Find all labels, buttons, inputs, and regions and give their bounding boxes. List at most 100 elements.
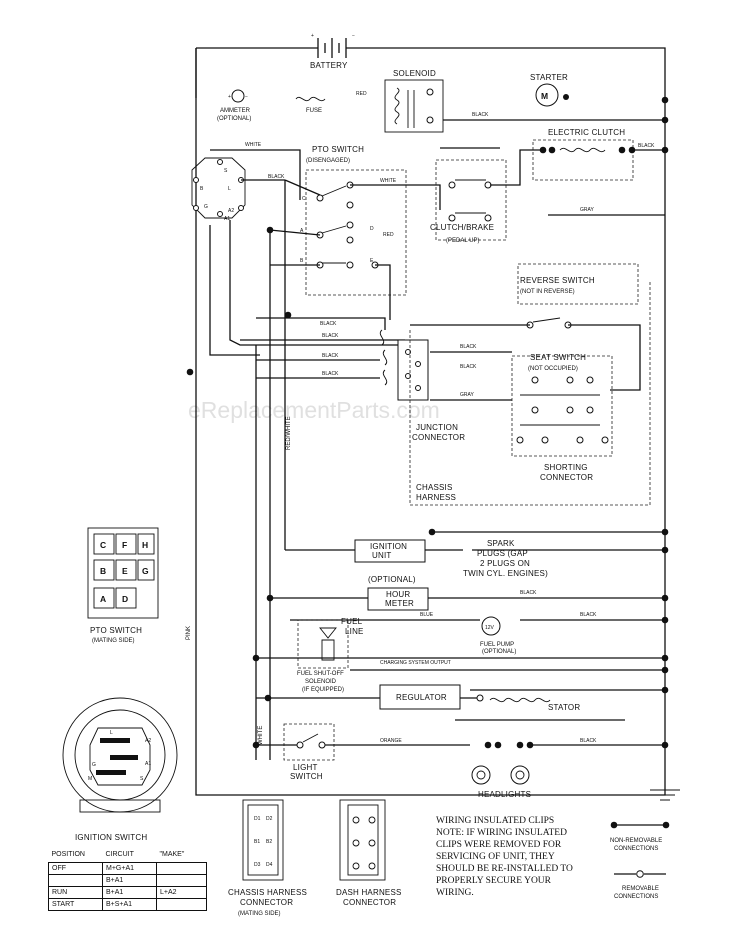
svg-text:M: M bbox=[541, 91, 548, 101]
spark-label-4: TWIN CYL. ENGINES) bbox=[463, 569, 548, 578]
junction-label: JUNCTION bbox=[416, 423, 458, 432]
svg-text:A2: A2 bbox=[228, 208, 234, 214]
electric-clutch-box bbox=[532, 139, 634, 181]
svg-text:A1: A1 bbox=[145, 761, 151, 767]
table-cell bbox=[156, 897, 207, 911]
table-cell: L+A2 bbox=[156, 885, 207, 899]
headlights-symbol bbox=[471, 765, 530, 785]
wire-label: RED bbox=[383, 232, 394, 238]
table-cell: START bbox=[48, 897, 103, 911]
wire-label: BLACK bbox=[460, 344, 477, 350]
table-header: POSITION bbox=[51, 851, 85, 859]
svg-text:E: E bbox=[370, 258, 374, 264]
ignition-switch-schematic: S B L G A2 A1 bbox=[191, 157, 246, 222]
svg-text:−: − bbox=[352, 33, 355, 39]
svg-text:G: G bbox=[204, 204, 208, 210]
starter-symbol: M bbox=[535, 83, 569, 107]
clutch-brake-label: CLUTCH/BRAKE bbox=[430, 223, 494, 232]
reverse-switch-label: REVERSE SWITCH bbox=[520, 276, 595, 285]
svg-text:−: − bbox=[245, 94, 248, 100]
junction-connector bbox=[397, 339, 429, 401]
ignition-switch-label: IGNITION SWITCH bbox=[75, 833, 147, 842]
charging-output-label: CHARGING SYSTEM OUTPUT bbox=[380, 660, 451, 666]
ignition-unit-label-1: IGNITION bbox=[370, 542, 407, 551]
svg-text:B: B bbox=[300, 258, 304, 264]
stator-coil bbox=[489, 697, 551, 703]
pto-terminal-g: G bbox=[142, 566, 149, 576]
clutch-brake-box bbox=[435, 159, 507, 241]
stator-label: STATOR bbox=[548, 703, 580, 712]
pto-switch-mating-label: PTO SWITCH bbox=[90, 626, 142, 635]
fuel-line-label-2: LINE bbox=[345, 627, 364, 636]
wire-label: GRAY bbox=[460, 392, 474, 398]
ignition-circuit-table: POSITION CIRCUIT "MAKE" OFF M+G+A1 B+A1 … bbox=[48, 848, 207, 911]
pto-terminal-d: D bbox=[122, 594, 128, 604]
clutch-brake-contacts bbox=[448, 179, 492, 222]
pto-terminal-h: H bbox=[142, 540, 148, 550]
table-cell: B+S+A1 bbox=[102, 897, 157, 911]
spark-label-1: SPARK bbox=[487, 539, 515, 548]
hour-meter bbox=[367, 587, 429, 611]
light-switch-label-2: SWITCH bbox=[290, 772, 323, 781]
wire-label: BLACK bbox=[580, 612, 597, 618]
hour-meter-optional: (OPTIONAL) bbox=[368, 575, 416, 584]
fuel-shutoff-label-1: FUEL SHUT-OFF bbox=[297, 671, 344, 677]
wire-label: WHITE bbox=[258, 726, 264, 745]
pto-switch-mating-diagram bbox=[87, 527, 159, 619]
solenoid-label: SOLENOID bbox=[393, 69, 436, 78]
spark-label-3: 2 PLUGS ON bbox=[480, 559, 530, 568]
solenoid-symbol bbox=[384, 79, 444, 133]
table-cell: B+A1 bbox=[102, 873, 157, 887]
hour-meter-label-2: METER bbox=[385, 599, 414, 608]
fuel-shutoff-label-2: SOLENOID bbox=[305, 679, 337, 685]
wire-label: BLACK bbox=[322, 333, 339, 339]
svg-text:L: L bbox=[228, 186, 231, 192]
fuel-pump-label-2: (OPTIONAL) bbox=[482, 649, 516, 655]
table-cell: OFF bbox=[48, 861, 103, 875]
wire-label: BLUE bbox=[420, 612, 434, 618]
watermark: eReplacementParts.com bbox=[188, 397, 440, 423]
wire-label: WHITE bbox=[380, 178, 397, 184]
pto-switch-contacts: CAB DE bbox=[300, 181, 379, 269]
wire-label: RED/WHITE bbox=[286, 416, 292, 450]
wire-label: BLACK bbox=[460, 364, 477, 370]
svg-text:L: L bbox=[110, 730, 113, 736]
svg-text:G: G bbox=[92, 762, 96, 768]
pto-terminal-a: A bbox=[100, 594, 106, 604]
pto-terminal-f: F bbox=[122, 540, 127, 550]
table-row: OFF M+G+A1 bbox=[48, 861, 207, 875]
fuel-shutoff-symbol bbox=[319, 627, 337, 661]
svg-text:S: S bbox=[140, 776, 144, 782]
svg-text:D: D bbox=[370, 226, 374, 232]
fuel-shutoff-box bbox=[297, 619, 349, 669]
wire-label: ORANGE bbox=[380, 738, 402, 744]
table-header: CIRCUIT bbox=[105, 851, 134, 859]
starter-label: STARTER bbox=[530, 73, 568, 82]
wire-label: PINK bbox=[186, 626, 192, 640]
spark-label-2: PLUGS (GAP bbox=[477, 549, 528, 558]
seat-switch-sub: (NOT OCCUPIED) bbox=[528, 366, 578, 372]
table-row: B+A1 bbox=[48, 873, 207, 887]
chassis-label: CHASSIS bbox=[416, 483, 453, 492]
svg-text:M: M bbox=[88, 776, 92, 782]
svg-text:+: + bbox=[228, 94, 231, 100]
clutch-brake-sub: (PEDAL UP) bbox=[446, 238, 479, 244]
wire-label: BLACK bbox=[580, 738, 597, 744]
ignition-unit-label-2: UNIT bbox=[372, 551, 391, 560]
fuse-symbol bbox=[295, 96, 326, 102]
pto-terminal-e: E bbox=[122, 566, 128, 576]
svg-text:12V: 12V bbox=[485, 625, 495, 631]
table-cell: RUN bbox=[48, 885, 103, 899]
fuel-shutoff-label-3: (IF EQUIPPED) bbox=[302, 687, 344, 693]
ammeter-label: AMMETER bbox=[220, 108, 251, 114]
ammeter-optional: (OPTIONAL) bbox=[217, 116, 251, 122]
svg-text:A2: A2 bbox=[145, 738, 151, 744]
pto-terminal-b: B bbox=[100, 566, 106, 576]
light-switch-label-1: LIGHT bbox=[293, 763, 318, 772]
table-cell: B+A1 bbox=[102, 885, 157, 899]
table-row: START B+S+A1 bbox=[48, 897, 207, 911]
svg-text:B: B bbox=[200, 186, 204, 192]
svg-text:S: S bbox=[224, 168, 228, 174]
harness-label: HARNESS bbox=[416, 493, 456, 502]
